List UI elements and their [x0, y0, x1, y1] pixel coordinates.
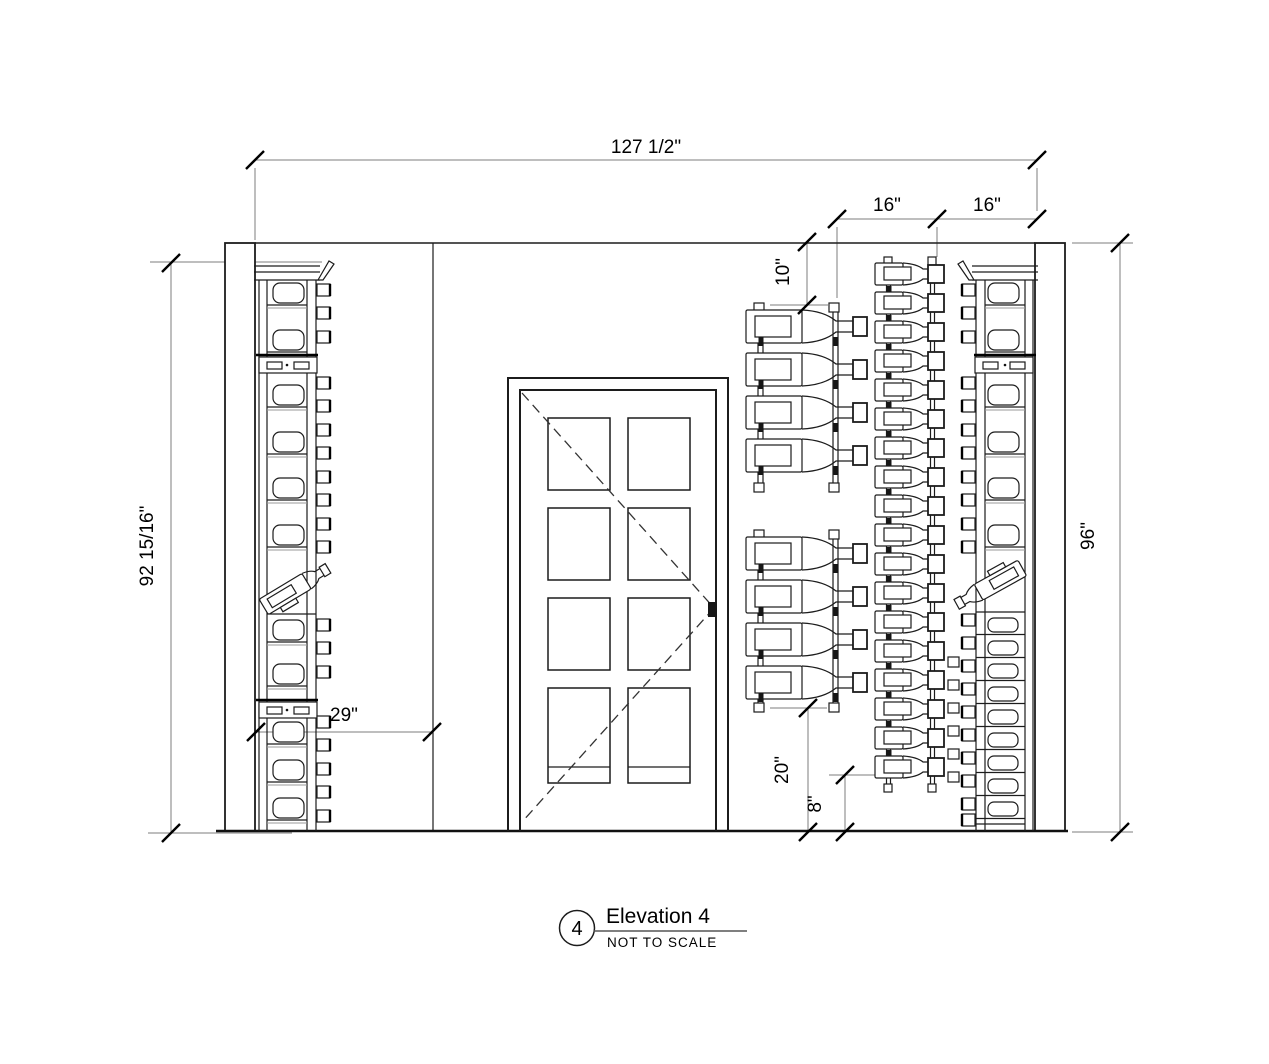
door-handle: [708, 602, 717, 617]
dim-bottle-group-bottom: 20": [772, 756, 793, 784]
door-frame: [507, 377, 729, 831]
entry-door: [507, 377, 729, 831]
drawing-subtitle: NOT TO SCALE: [607, 935, 717, 950]
title-block: 4 Elevation 4 NOT TO SCALE: [558, 905, 747, 950]
left-pilaster: [224, 242, 256, 832]
dimension-texts: 127 1/2" 16" 16" 10" 92 15/16" 96" 29" 2…: [137, 137, 1099, 813]
dim-rack-spacing-2: 16": [973, 195, 1001, 216]
right-pilaster: [1034, 242, 1066, 832]
door-slab: [519, 389, 717, 831]
label-forward-bottle-groups: [745, 302, 868, 713]
dim-left-height: 92 15/16": [137, 506, 158, 587]
wall-structure: [216, 242, 1068, 833]
dim-overall-width: 127 1/2": [611, 137, 681, 158]
detail-number: 4: [571, 918, 582, 940]
door-swing-dashes: [521, 392, 715, 823]
dense-bottle-column: [874, 256, 945, 793]
left-wine-rack: [254, 260, 335, 831]
detail-number-circle: [558, 909, 596, 947]
dim-rack-spacing-1: 16": [873, 195, 901, 216]
dim-left-section-width: 29": [330, 705, 358, 726]
drawing-title: Elevation 4: [606, 905, 710, 928]
dim-top-clearance: 10": [773, 258, 794, 286]
dimension-ticks: [161, 150, 1130, 843]
right-wine-rack: [947, 260, 1038, 831]
door-glass-panels: [547, 417, 691, 784]
dim-column-bottom: 8": [805, 795, 826, 812]
dim-right-height: 96": [1078, 522, 1099, 550]
